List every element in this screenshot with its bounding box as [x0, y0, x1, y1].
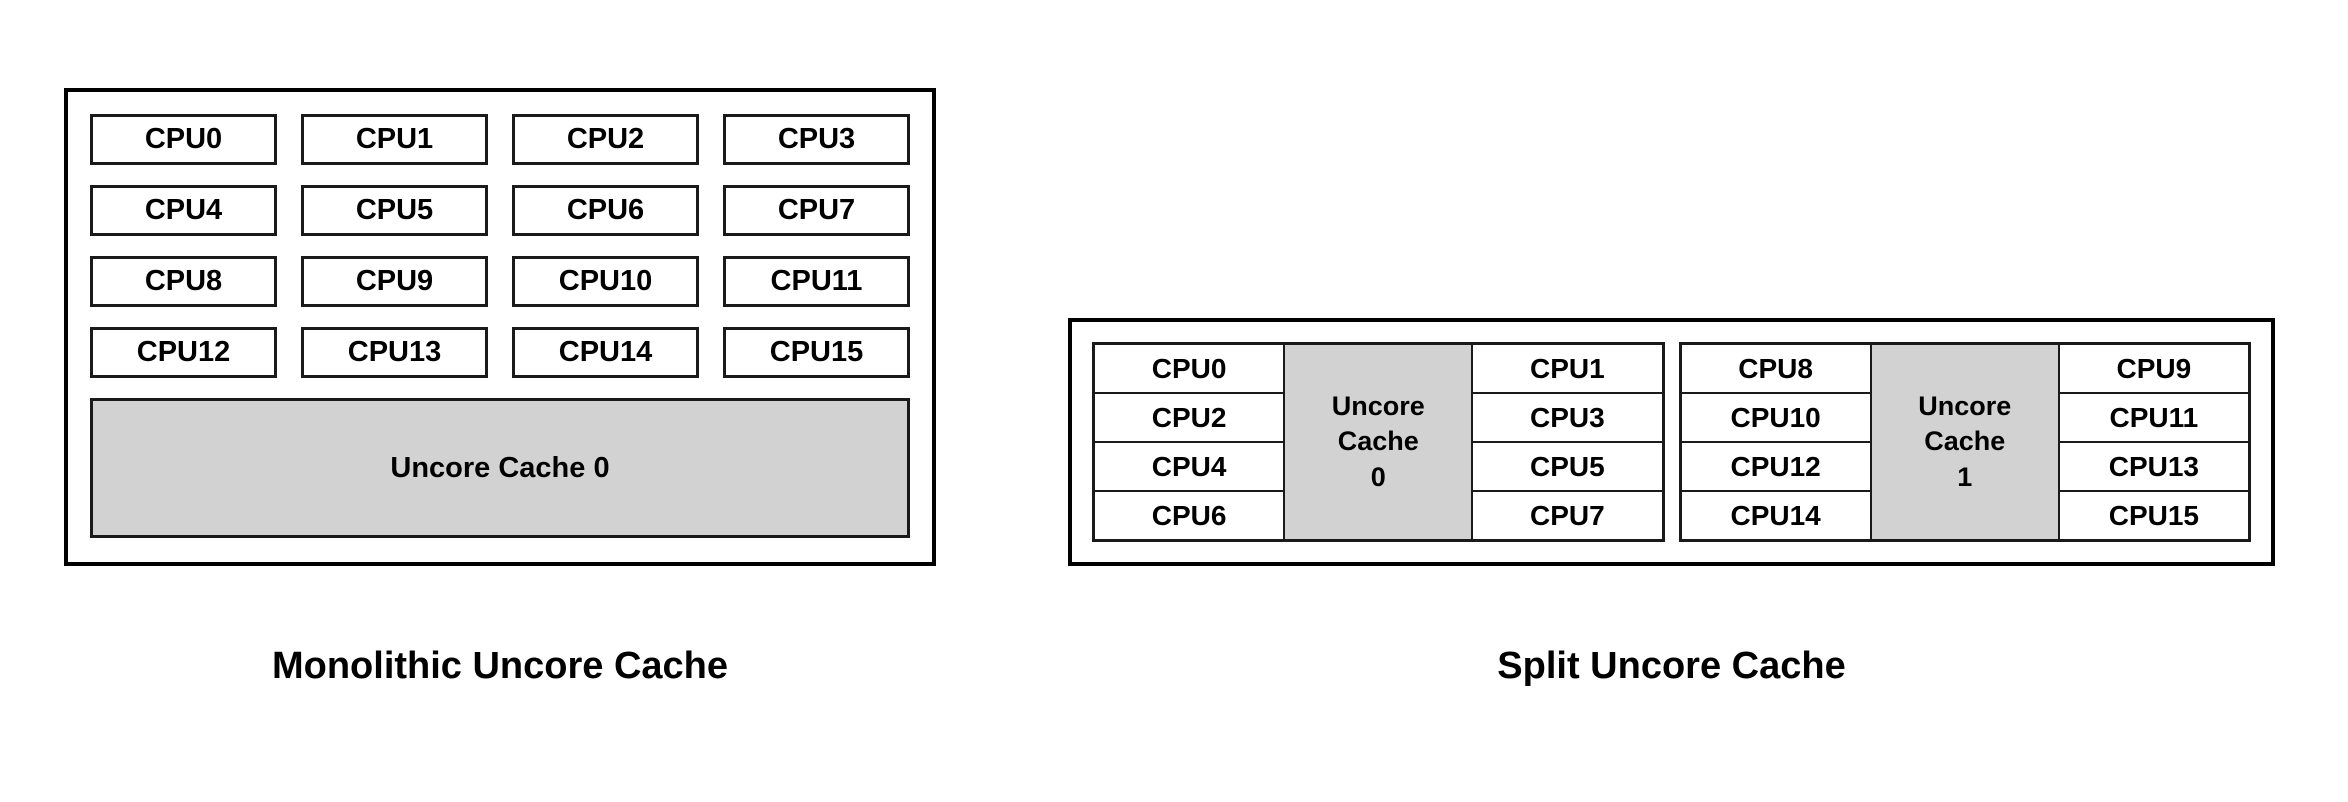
- cpu-box: CPU0: [1095, 345, 1284, 394]
- cpu-box: CPU3: [723, 114, 910, 165]
- uncore-label-line2: Cache: [1337, 426, 1419, 457]
- cpu-box: CPU8: [1681, 345, 1870, 394]
- cpu-box: CPU9: [301, 256, 488, 307]
- cpu-box: CPU1: [301, 114, 488, 165]
- cpu-box: CPU4: [90, 185, 277, 236]
- cpu-column-left: CPU8 CPU10 CPU12 CPU14: [1681, 345, 1870, 539]
- cpu-box: CPU10: [512, 256, 699, 307]
- cpu-box: CPU5: [1473, 443, 1662, 492]
- cpu-box: CPU4: [1095, 443, 1284, 492]
- cpu-box: CPU7: [1473, 492, 1662, 539]
- uncore-cache-block: Uncore Cache 0: [90, 398, 910, 538]
- cpu-box: CPU3: [1473, 394, 1662, 443]
- uncore-label-line1: Uncore: [1918, 390, 2012, 421]
- uncore-cache-block: Uncore Cache 1: [1869, 345, 2060, 539]
- cpu-box: CPU2: [512, 114, 699, 165]
- cpu-box: CPU15: [2059, 492, 2248, 539]
- cpu-box: CPU13: [301, 327, 488, 378]
- monolithic-cpu-grid: CPU0 CPU1 CPU2 CPU3 CPU4 CPU5 CPU6 CPU7 …: [90, 114, 910, 378]
- cpu-box: CPU6: [512, 185, 699, 236]
- cpu-box: CPU15: [723, 327, 910, 378]
- uncore-label-line3: 0: [1370, 461, 1386, 492]
- cpu-box: CPU11: [723, 256, 910, 307]
- uncore-label-line3: 1: [1957, 461, 1973, 492]
- split-chip-panel: CPU0 CPU2 CPU4 CPU6 Uncore Cache 0 CPU1 …: [1068, 318, 2275, 566]
- cpu-box: CPU12: [1681, 443, 1870, 492]
- cpu-box: CPU12: [90, 327, 277, 378]
- cpu-column-left: CPU0 CPU2 CPU4 CPU6: [1095, 345, 1284, 539]
- cpu-box: CPU13: [2059, 443, 2248, 492]
- cpu-column-right: CPU1 CPU3 CPU5 CPU7: [1473, 345, 1662, 539]
- cpu-box: CPU5: [301, 185, 488, 236]
- cpu-box: CPU9: [2059, 345, 2248, 394]
- cpu-box: CPU7: [723, 185, 910, 236]
- cpu-box: CPU0: [90, 114, 277, 165]
- cpu-box: CPU14: [1681, 492, 1870, 539]
- cpu-box: CPU2: [1095, 394, 1284, 443]
- uncore-cache-block: Uncore Cache 0: [1283, 345, 1474, 539]
- cpu-column-right: CPU9 CPU11 CPU13 CPU15: [2059, 345, 2248, 539]
- monolithic-chip-panel: CPU0 CPU1 CPU2 CPU3 CPU4 CPU5 CPU6 CPU7 …: [64, 88, 936, 566]
- cpu-box: CPU10: [1681, 394, 1870, 443]
- cpu-box: CPU14: [512, 327, 699, 378]
- cpu-box: CPU6: [1095, 492, 1284, 539]
- cpu-box: CPU11: [2059, 394, 2248, 443]
- uncore-label-line2: Cache: [1924, 426, 2006, 457]
- uncore-label-line1: Uncore: [1331, 390, 1425, 421]
- uncore-cluster: CPU0 CPU2 CPU4 CPU6 Uncore Cache 0 CPU1 …: [1092, 342, 1665, 542]
- monolithic-caption: Monolithic Uncore Cache: [271, 645, 729, 687]
- cpu-box: CPU8: [90, 256, 277, 307]
- cpu-box: CPU1: [1473, 345, 1662, 394]
- uncore-cluster: CPU8 CPU10 CPU12 CPU14 Uncore Cache 1 CP…: [1678, 342, 2251, 542]
- split-caption: Split Uncore Cache: [1497, 645, 1846, 687]
